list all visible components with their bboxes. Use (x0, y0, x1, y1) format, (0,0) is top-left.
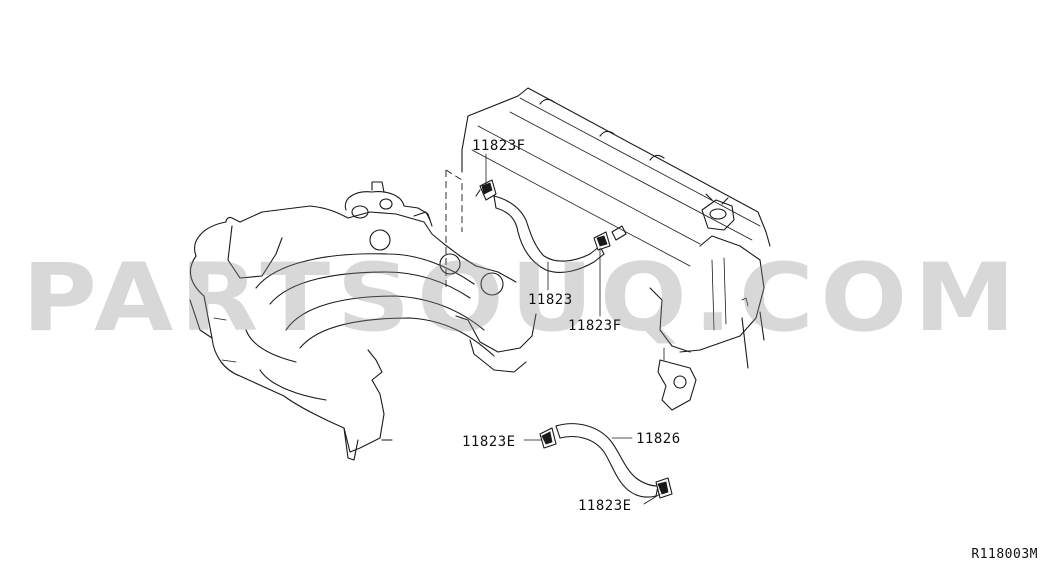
drawing-code: R118003M (971, 547, 1038, 562)
intake-manifold-drawing (189, 181, 537, 461)
clamp-11823E-right (655, 477, 673, 499)
clamp-11823F-right (593, 225, 627, 251)
clamp-11823E-left (539, 427, 557, 449)
callout-label-11823F-right: 11823F (568, 318, 622, 334)
clamp-11823F-upper (475, 179, 497, 201)
callout-label-11823E-right: 11823E (578, 498, 632, 514)
callout-label-11826: 11826 (636, 431, 681, 447)
callout-label-11823F-upper: 11823F (472, 138, 526, 154)
callout-label-11823: 11823 (528, 292, 573, 308)
watermark: PARTSOUQ.COM (22, 244, 1022, 353)
callout-leaders (485, 153, 661, 505)
callout-label-11823E-left: 11823E (462, 434, 516, 450)
engine-rocker-cover-drawing (445, 87, 771, 411)
